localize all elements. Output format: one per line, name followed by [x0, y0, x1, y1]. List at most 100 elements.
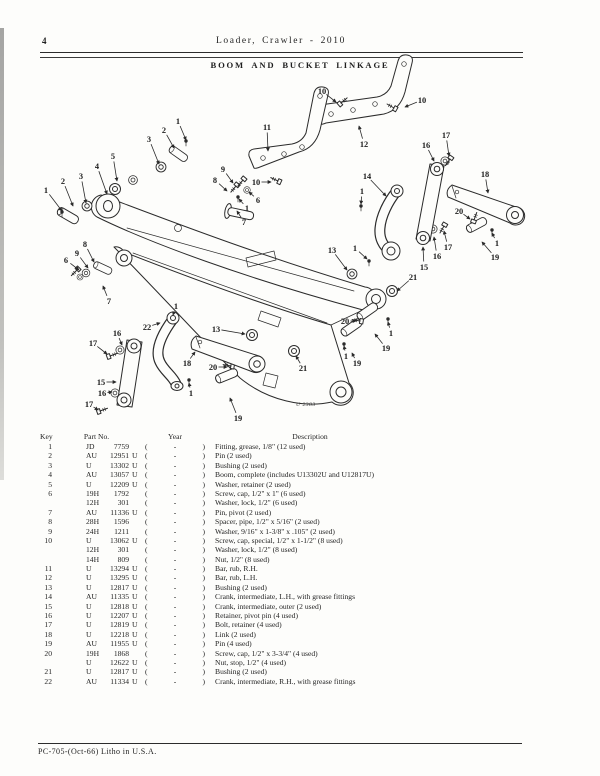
spacer [205, 564, 215, 573]
leader-line [386, 321, 391, 328]
callout-label: 17 [444, 243, 452, 252]
grease-fitting [366, 258, 372, 267]
cell-key: 2 [48, 451, 52, 461]
cell-key: 19 [44, 639, 52, 649]
cell-part-prefix: AU [86, 639, 97, 649]
washer [76, 273, 84, 281]
callout-label: 3 [147, 135, 151, 144]
cell-year: (-) [145, 479, 205, 489]
bushing [346, 268, 358, 280]
callout-label: 20 [455, 207, 463, 216]
cell-year: (-) [145, 517, 205, 527]
cell-description: Bar, rub, L.H. [215, 573, 258, 583]
cell-part-suffix: U [132, 470, 138, 480]
retainer-bolt [437, 221, 449, 235]
cell-part-prefix: U [86, 582, 92, 592]
pin-left [55, 205, 81, 226]
cell-part-prefix: U [86, 460, 92, 470]
cap-screw [228, 181, 241, 195]
callout-label: 11 [263, 123, 271, 132]
cell-part-prefix: U [86, 573, 92, 583]
cell-part-prefix: 14H [86, 554, 100, 564]
cell-part-number: 12622 [110, 657, 129, 667]
bushing [81, 200, 93, 212]
cell-part-number: 1596 [113, 517, 129, 527]
rub-bar-right-hand [314, 54, 413, 125]
leader-line [93, 406, 99, 411]
cell-year: (-) [145, 592, 205, 602]
spacer [52, 564, 86, 573]
spacer [52, 592, 86, 601]
callout-label: 20 [209, 363, 217, 372]
cell-year: (-) [145, 629, 205, 639]
cell-part-prefix: U [86, 601, 92, 611]
spacer [52, 470, 86, 479]
callout-label: 18 [183, 359, 191, 368]
leader-line [118, 337, 123, 346]
cell-description: Bushing (2 used) [215, 667, 267, 677]
spacer [205, 508, 215, 517]
cell-part-number: 11955 [110, 639, 129, 649]
cell-description: Washer, lock, 1/2" (6 used) [215, 498, 298, 508]
leader-line [396, 280, 410, 292]
header-description: Description [292, 432, 328, 441]
leader-line [218, 183, 228, 192]
leader-line [370, 179, 387, 197]
cell-part-prefix: AU [86, 470, 97, 480]
spacer [205, 461, 215, 470]
cell-year: (-) [145, 488, 205, 498]
pin-right [464, 215, 489, 235]
cell-description: Spacer, pipe, 1/2" x 5/16" (2 used) [215, 517, 320, 527]
callout-label: 21 [299, 364, 307, 373]
cell-key: 5 [48, 479, 52, 489]
spacer [205, 602, 215, 611]
leader-line [152, 322, 161, 326]
spacer [205, 630, 215, 639]
section-title: BOOM AND BUCKET LINKAGE [210, 60, 390, 70]
cell-part-number: 11336 [110, 507, 129, 517]
cell-part-number: 809 [117, 554, 129, 564]
cell-description: Crank, intermediate, R.H., with grease f… [215, 676, 356, 686]
rub-bar-left-hand [248, 86, 329, 169]
cell-description: Washer, retainer (2 used) [215, 479, 291, 489]
spacer [205, 573, 215, 582]
cell-key: 6 [48, 488, 52, 498]
cell-key: 11 [44, 564, 52, 574]
callout-label: 1 [360, 187, 364, 196]
cell-key: 1 [48, 442, 52, 451]
leader-line [357, 125, 363, 139]
grease-fitting [358, 203, 364, 212]
spacer [52, 611, 86, 620]
cell-part-prefix: AU [86, 676, 97, 686]
cell-year: (-) [145, 545, 205, 555]
retainer-bolt [95, 405, 109, 415]
spacer [52, 630, 86, 639]
leader-line [87, 248, 95, 263]
cell-part-number: 1211 [114, 526, 129, 536]
cell-part-suffix [129, 527, 141, 536]
bushing [288, 345, 300, 357]
cell-description: Screw, cap, special, 1/2" x 1-1/2" (8 us… [215, 535, 343, 545]
callout-label: 4 [95, 162, 100, 171]
cell-key [38, 545, 52, 554]
leader-line [374, 333, 383, 344]
header-part-no: Part No. [83, 432, 110, 441]
cell-key: 4 [48, 470, 52, 480]
cell-part-number: 12218 [110, 629, 129, 639]
cell-part-number: 301 [117, 545, 129, 555]
spacer [205, 611, 215, 620]
leader-line [81, 181, 88, 204]
cell-key: 17 [44, 620, 52, 630]
spacer [205, 489, 215, 498]
leader-line [481, 241, 492, 254]
cell-description: Boom, complete (includes U13302U and U12… [215, 470, 375, 480]
cell-part-suffix [129, 545, 141, 554]
callout-label: 1 [344, 352, 348, 361]
